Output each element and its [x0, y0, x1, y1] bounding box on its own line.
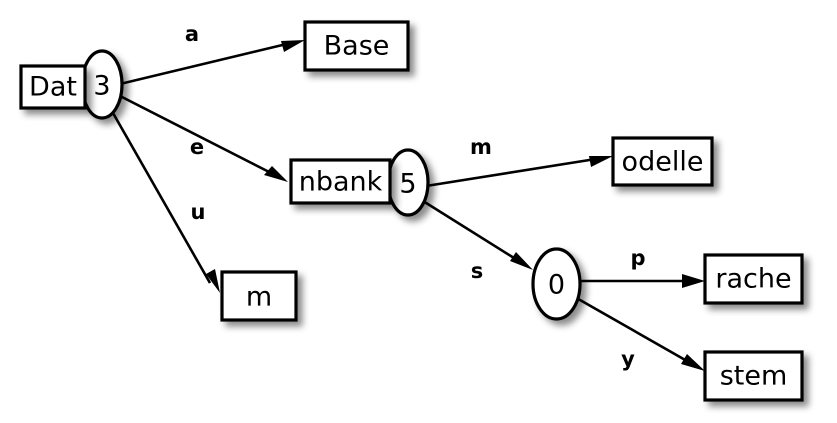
edge-p: p	[578, 246, 705, 288]
edge-y-label: y	[621, 347, 635, 371]
edge-a-line	[119, 40, 296, 86]
node-stem-label: stem	[720, 361, 788, 392]
edge-y: y	[572, 294, 705, 371]
edge-p-label: p	[630, 246, 645, 270]
edge-s-label: s	[471, 259, 484, 283]
node-nbank-rect	[289, 158, 392, 205]
edge-m-line	[425, 156, 603, 188]
edge-p-arrowhead	[682, 274, 705, 288]
node-dat[interactable]	[19, 64, 87, 110]
node-base-rect	[303, 20, 410, 72]
edge-u-line	[111, 112, 212, 284]
node-nbank[interactable]	[289, 158, 392, 205]
node-m-rect	[220, 270, 298, 322]
edge-u: u	[111, 112, 220, 293]
edge-y-line	[572, 294, 695, 367]
node-odelle[interactable]	[611, 136, 714, 187]
node-3-label: 3	[93, 71, 110, 102]
node-dat-rect	[19, 64, 87, 110]
edge-y-arrowhead	[681, 354, 705, 371]
node-rache[interactable]	[703, 253, 804, 305]
edge-a: a	[119, 22, 305, 86]
edge-s-line	[422, 199, 523, 265]
node-stem[interactable]	[703, 350, 804, 402]
node-rache-rect	[703, 253, 804, 305]
edge-s-arrowhead	[510, 252, 533, 270]
node-0-label: 0	[548, 270, 565, 301]
node-base-label: Base	[324, 31, 390, 62]
edge-e: e	[119, 94, 288, 182]
node-stem-rect	[703, 350, 804, 402]
node-m[interactable]	[220, 270, 298, 322]
edge-u-arrowhead	[206, 269, 220, 293]
edge-a-arrowhead	[281, 40, 305, 52]
edge-m-arrowhead	[589, 156, 613, 167]
node-0-ellipse	[531, 247, 582, 321]
node-base[interactable]	[303, 20, 410, 72]
node-rache-label: rache	[715, 264, 791, 295]
node-nbank-label: nbank	[299, 167, 383, 198]
edge-e-line	[119, 94, 278, 178]
node-5-label: 5	[399, 169, 416, 200]
edge-m-label: m	[470, 135, 492, 159]
node-0[interactable]	[531, 247, 582, 321]
edge-e-label: e	[190, 135, 204, 159]
edge-e-arrowhead	[264, 166, 288, 182]
edge-u-label: u	[191, 200, 206, 224]
node-odelle-label: odelle	[622, 147, 704, 178]
node-dat-label: Dat	[29, 72, 77, 103]
edge-a-label: a	[185, 22, 199, 46]
edge-s: s	[422, 199, 533, 283]
node-odelle-rect	[611, 136, 714, 187]
edge-m: m	[425, 135, 613, 188]
node-m-label: m	[246, 282, 272, 313]
